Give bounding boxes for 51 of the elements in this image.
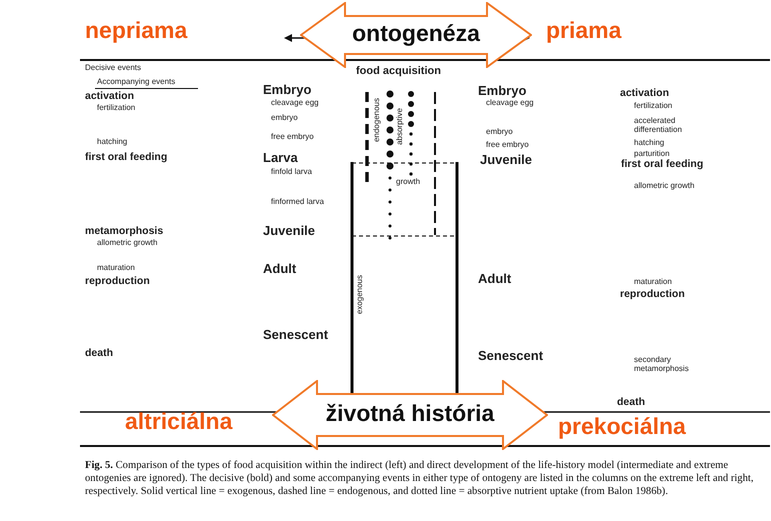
development-type-label: priama: [546, 18, 622, 44]
event-name: free embryo: [271, 133, 314, 142]
decisive-event-name: first oral feeding: [85, 152, 168, 164]
event-name: parturition: [634, 150, 670, 159]
decisive-event-name: reproduction: [620, 289, 685, 301]
arrow-label: životná história: [324, 400, 496, 427]
event-name: maturation: [634, 278, 672, 287]
event-name: embryo: [271, 114, 298, 123]
column-header: Decisive events: [85, 64, 142, 73]
stage-name: Larva: [263, 151, 298, 166]
decisive-event-name: metamorphosis: [85, 226, 164, 238]
arrow-label: ontogenéza: [351, 20, 481, 47]
stage-name: Adult: [263, 262, 296, 276]
event-name: maturation: [97, 264, 135, 273]
event-name: finformed larva: [271, 198, 324, 207]
event-name: hatching: [97, 138, 128, 147]
stage-name: Juvenile: [480, 153, 532, 168]
event-name: hatching: [634, 139, 664, 148]
decisive-event-name: activation: [85, 91, 134, 103]
column-header: Accompanying events: [97, 78, 176, 87]
event-name: accelerated differentiation: [634, 117, 683, 135]
event-name: cleavage egg: [486, 99, 534, 108]
decisive-event-name: death: [85, 348, 114, 360]
event-name: allometric growth: [97, 239, 158, 248]
line-label: exogenous: [356, 275, 365, 314]
figure-caption: Fig. 5. Comparison of the types of food acquisition within the indirect (left) and direct development of the life-history model (intermediate and extreme ontogenies are ignored). The decisive (bold) and some accompanying events in either type of ontogeny are listed in the columns on the extreme left and right, respectively. Solid vertical line = exogenous, dashed line = endogenous, and dotted line = absorptive nutrient uptake (from Balon 1986b).: [85, 459, 754, 499]
stage-name: Juvenile: [263, 224, 316, 238]
event-name: growth: [396, 178, 420, 187]
chart-heading: food acquisition: [356, 65, 441, 78]
line-label: endogenous: [373, 98, 382, 142]
stage-name: Adult: [478, 272, 512, 286]
event-name: embryo: [486, 128, 513, 137]
event-name: allometric growth: [634, 182, 694, 191]
decisive-event-name: activation: [620, 88, 670, 100]
event-name: free embryo: [486, 141, 529, 150]
event-name: secondary metamorphosis: [634, 356, 690, 374]
decisive-event-name: reproduction: [85, 276, 150, 288]
development-type-label: prekociálna: [558, 414, 686, 440]
stage-name: Embryo: [263, 83, 312, 98]
development-type-label: nepriama: [85, 18, 188, 44]
event-name: fertilization: [634, 102, 672, 111]
stage-name: Senescent: [478, 349, 544, 364]
decisive-event-name: first oral feeding: [621, 159, 704, 171]
stage-name: Senescent: [263, 328, 328, 342]
development-type-label: altriciálna: [125, 409, 232, 434]
line-label: absorptive: [396, 108, 405, 145]
event-name: finfold larva: [271, 168, 312, 177]
decisive-event-name: death: [617, 397, 646, 409]
stage-name: Embryo: [478, 84, 526, 98]
event-name: cleavage egg: [271, 99, 319, 108]
event-name: fertilization: [97, 104, 136, 113]
